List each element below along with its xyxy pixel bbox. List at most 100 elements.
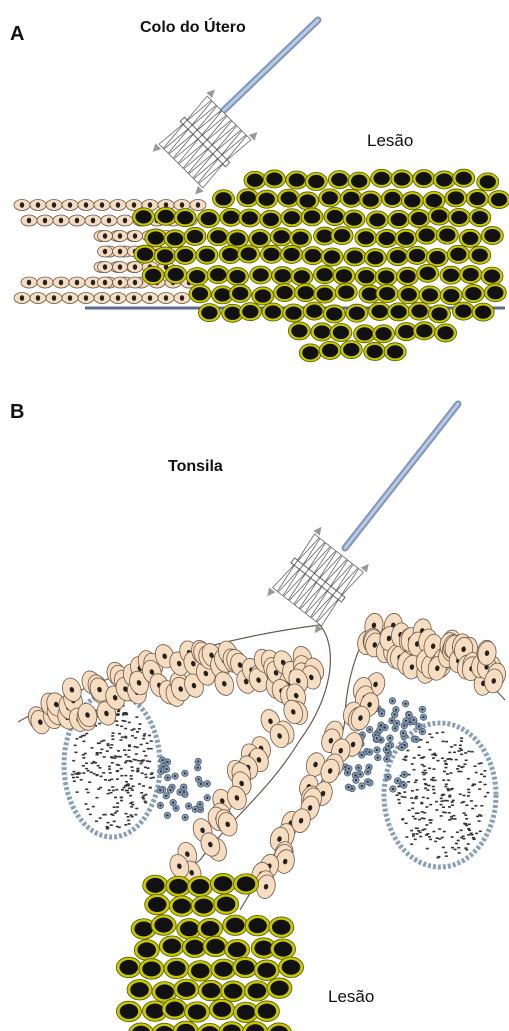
panel-b-title: Tonsila <box>168 458 223 475</box>
lesion-cell <box>376 285 398 303</box>
lesion-cell <box>466 190 488 208</box>
panel-a-letter: A <box>10 23 24 45</box>
normal-cell <box>110 293 126 304</box>
lesion-cell <box>416 226 438 244</box>
lesion-cell <box>274 284 296 302</box>
lesion-cell <box>260 210 282 228</box>
lesion-cell <box>290 229 312 247</box>
lesion-cell <box>116 1001 141 1022</box>
lesion-cell <box>388 303 410 321</box>
lesion-cell <box>409 302 431 320</box>
lesion-cell <box>269 917 294 938</box>
lesion-cell <box>233 957 258 978</box>
lesion-cell <box>335 283 357 301</box>
lesion-cell <box>244 981 269 1002</box>
lesion-cell <box>267 978 292 999</box>
normal-cell <box>46 200 62 211</box>
lesion-cell <box>417 264 439 282</box>
lesion-cell <box>270 228 292 246</box>
lesion-cell <box>488 191 509 209</box>
lesion-cell <box>346 304 368 322</box>
lesion-cell <box>371 169 393 187</box>
lesion-cell <box>472 303 494 321</box>
lesion-cell <box>188 961 213 982</box>
lesion-cell <box>433 171 455 189</box>
normal-cell <box>113 246 128 257</box>
lesion-cell <box>198 210 220 228</box>
lesion-cell <box>174 979 199 1000</box>
normal-cell <box>190 200 206 211</box>
lesion-cell <box>348 172 370 190</box>
lesion-cell <box>291 268 313 286</box>
panel-b-lesion-label: Lesão <box>328 987 374 1006</box>
lesion-cell <box>440 287 462 305</box>
lesion-cell <box>297 192 319 210</box>
lesion-cell <box>384 343 406 361</box>
lesion-cell <box>239 209 261 227</box>
lesion-cell <box>286 171 308 189</box>
lesion-cell <box>145 229 167 247</box>
lesion-cell <box>376 229 398 247</box>
panel-b-letter: B <box>10 401 24 423</box>
normal-cell <box>113 231 128 242</box>
normal-cell <box>37 215 53 226</box>
lesion-cell <box>184 227 206 245</box>
lesion-cell <box>397 267 419 285</box>
lesion-cell <box>395 229 417 247</box>
panel-b: B Tonsila Lesão <box>10 401 507 1031</box>
lesion-cell <box>223 915 248 936</box>
normal-cell <box>30 293 46 304</box>
lesion-cell <box>203 936 228 957</box>
lesion-cell <box>212 190 234 208</box>
normal-cell <box>53 215 69 226</box>
lesion-cell <box>281 209 303 227</box>
panel-b-lesion-cells <box>116 873 303 1031</box>
lesion-cell <box>445 189 467 207</box>
lesion-cell <box>484 284 506 302</box>
lesion-cell <box>279 957 304 978</box>
lesion-cell <box>254 1001 279 1022</box>
lesion-cell <box>164 230 186 248</box>
lesion-cell <box>469 209 491 227</box>
lesion-cell <box>278 189 300 207</box>
lesion-cell <box>355 229 377 247</box>
lesion-cell <box>303 302 325 320</box>
lesion-cell <box>328 171 350 189</box>
lesion-cell <box>256 190 278 208</box>
lesion-cell <box>189 285 211 303</box>
normal-cell <box>62 200 78 211</box>
lesion-cell <box>134 245 156 263</box>
lesion-cell <box>453 169 475 187</box>
lesion-cell <box>244 171 266 189</box>
lesion-cell <box>448 208 470 226</box>
normal-cell <box>85 215 101 226</box>
normal-cell <box>69 277 85 288</box>
lesion-cell <box>295 284 317 302</box>
normal-cell <box>78 200 94 211</box>
lesion-cell <box>447 245 469 263</box>
lesion-cell <box>460 266 482 284</box>
normal-cell <box>117 215 133 226</box>
lesion-cell <box>398 286 420 304</box>
lesion-cell <box>481 267 503 285</box>
lesion-cell <box>272 267 294 285</box>
normal-cell <box>30 200 46 211</box>
lesion-cell <box>214 894 239 915</box>
lesion-cell <box>254 960 279 981</box>
lesion-cell <box>375 268 397 286</box>
lesion-cell <box>234 874 259 895</box>
lesion-cell <box>271 939 296 960</box>
lesion-cell <box>143 875 168 896</box>
lesion-cell <box>413 170 435 188</box>
lesion-cell <box>401 192 423 210</box>
normal-cell <box>78 293 94 304</box>
lesion-cell <box>252 287 274 305</box>
lesion-cell <box>413 322 435 340</box>
panel-a-cytobrush-icon <box>150 20 318 197</box>
lesion-cell <box>323 305 345 323</box>
lesion-cell <box>196 246 218 264</box>
lesion-cell <box>469 246 491 264</box>
normal-cell <box>94 200 110 211</box>
lesion-cell <box>263 170 285 188</box>
normal-cell <box>128 231 143 242</box>
